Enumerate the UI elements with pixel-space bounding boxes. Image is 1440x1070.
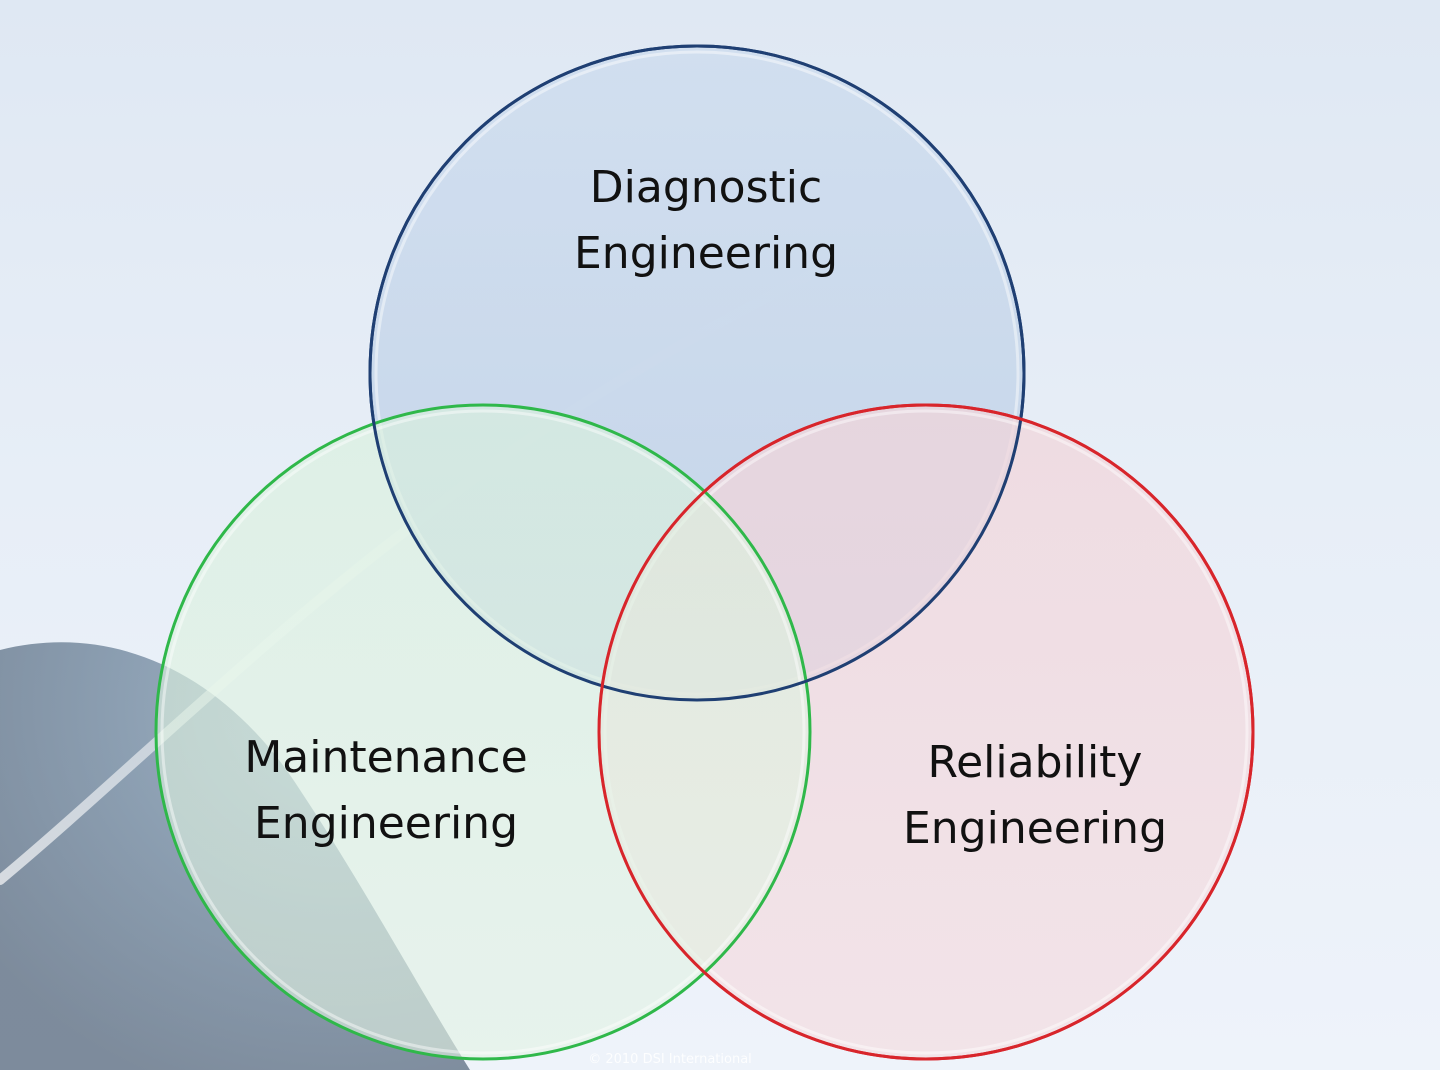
label-diagnostic-engineering: Diagnostic Engineering — [506, 155, 906, 287]
label-line: Reliability — [927, 737, 1143, 788]
label-line: Diagnostic — [589, 162, 823, 213]
copyright-notice: © 2010 DSI International — [588, 1052, 752, 1067]
label-line: Engineering — [574, 228, 838, 279]
circle-maintenance-engineering — [154, 403, 812, 1061]
label-line: Maintenance — [244, 732, 528, 783]
label-reliability-engineering: Reliability Engineering — [835, 730, 1235, 862]
label-line: Engineering — [254, 798, 518, 849]
label-line: Engineering — [903, 803, 1167, 854]
circle-outlines — [368, 44, 1255, 1061]
label-maintenance-engineering: Maintenance Engineering — [186, 725, 586, 857]
